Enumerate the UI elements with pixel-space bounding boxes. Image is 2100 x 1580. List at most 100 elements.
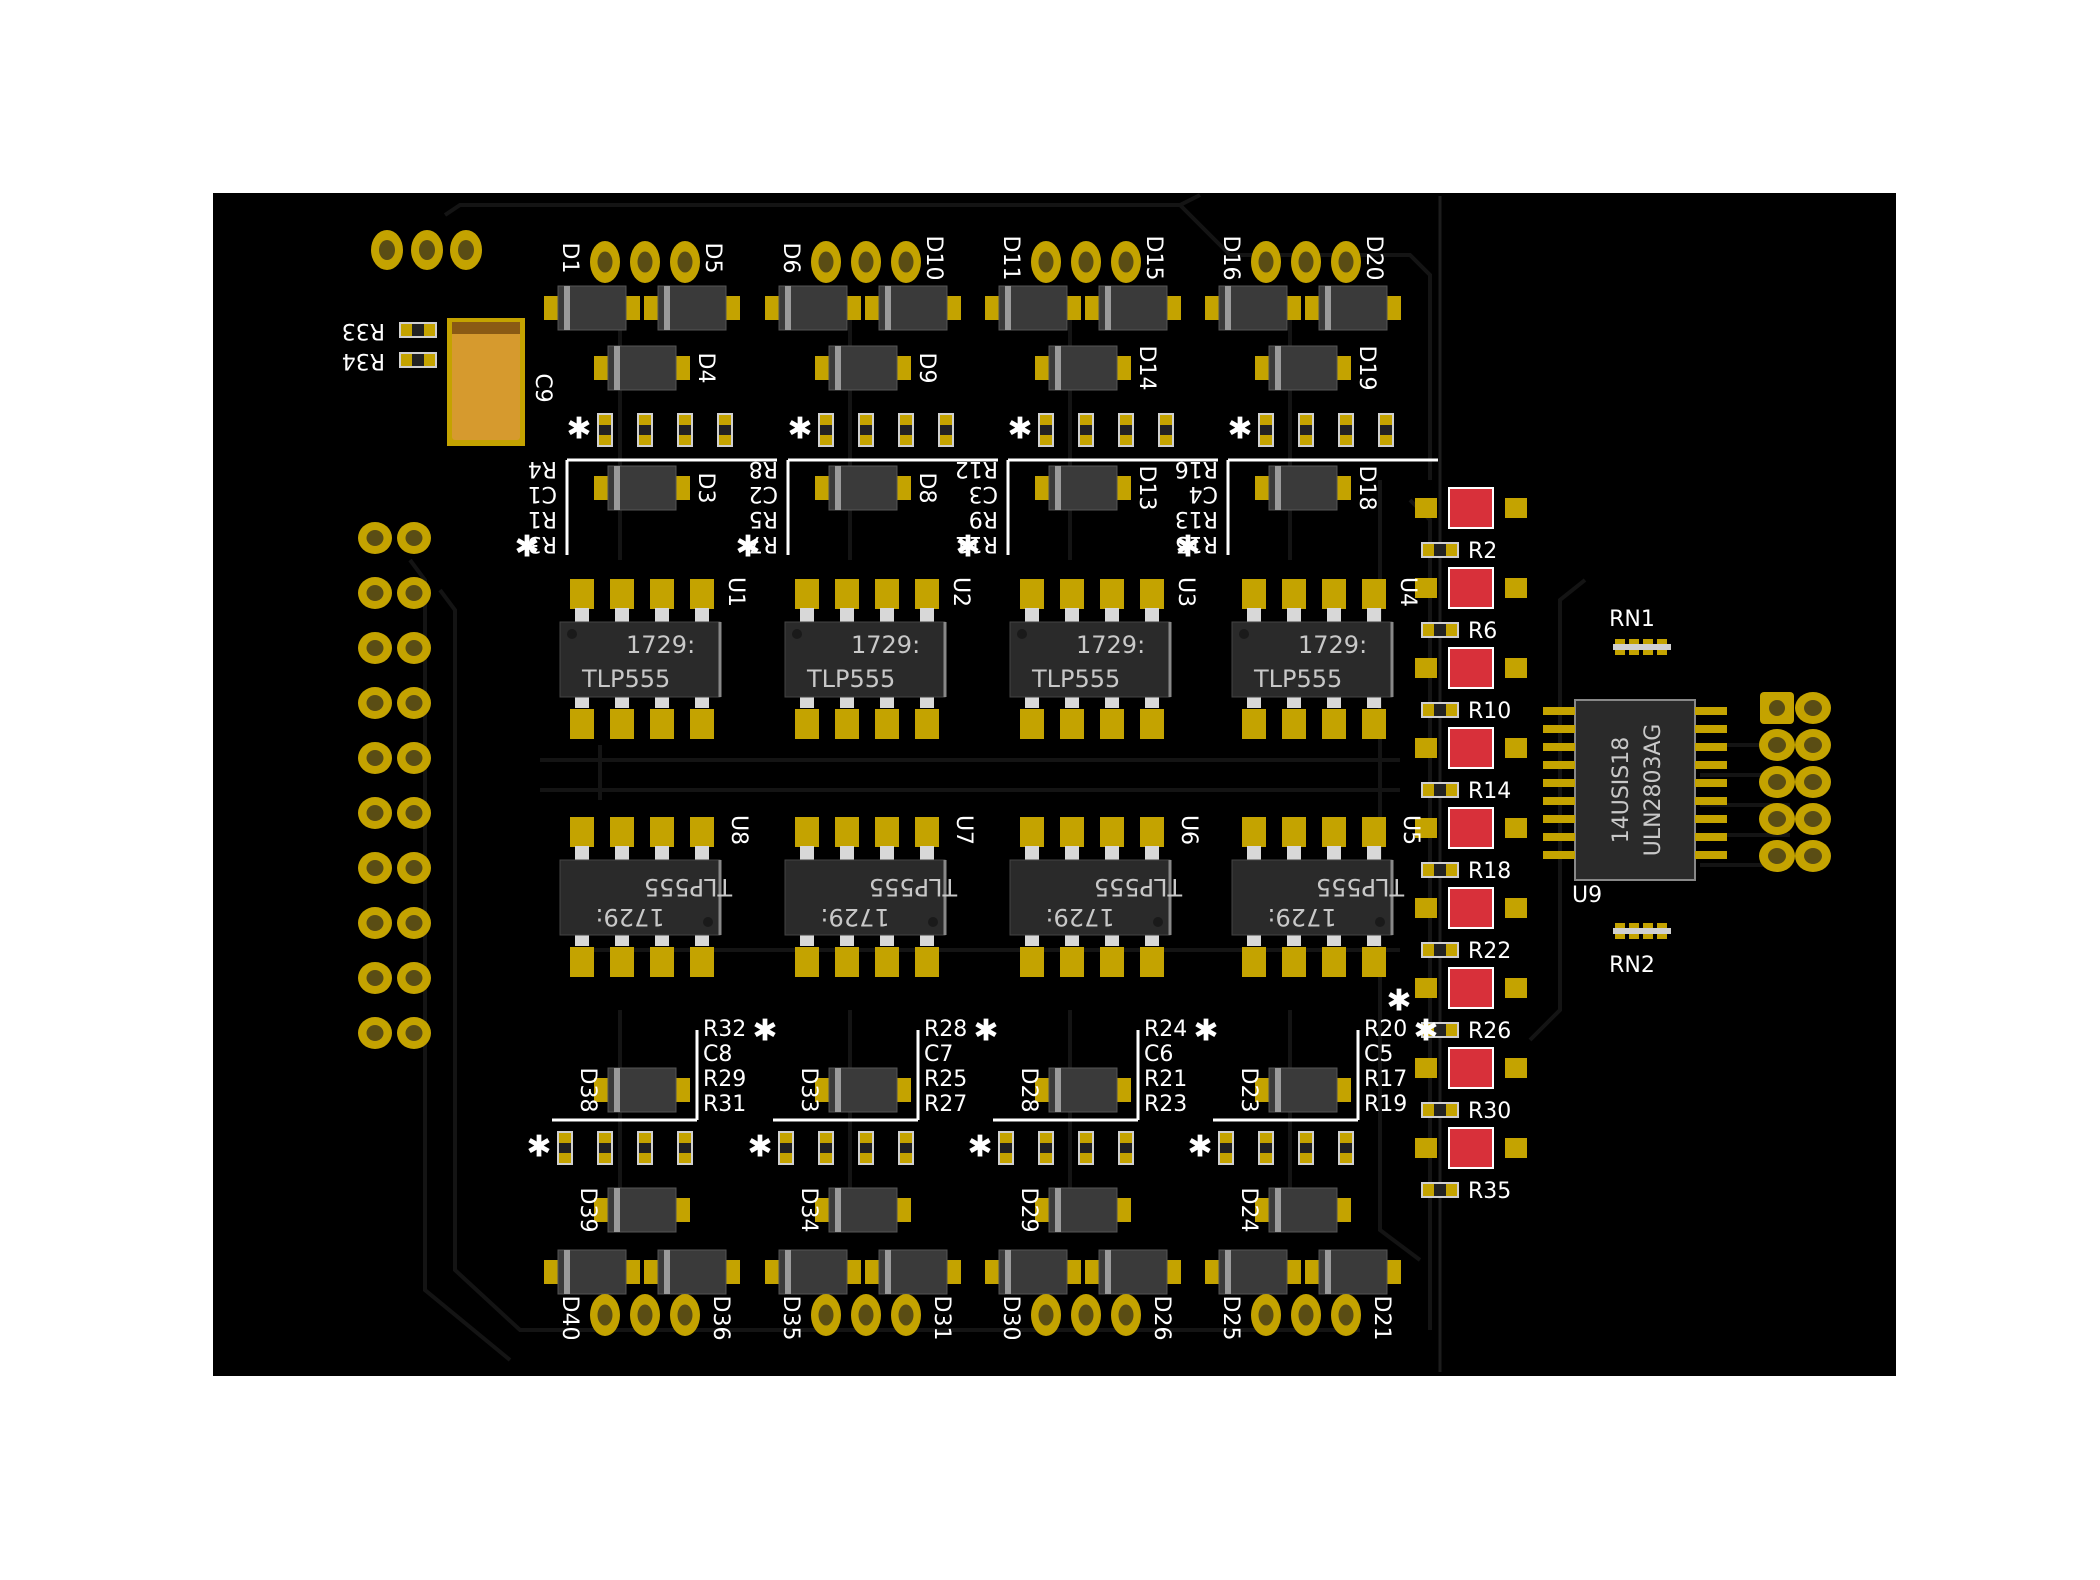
bottom-channel-0-res-3-body [679, 1143, 691, 1153]
optocoupler-2-pin-top-2 [1100, 579, 1124, 609]
right-col-marker: ✱ [1386, 984, 1411, 1019]
optocoupler-7-leg-top-2 [1327, 846, 1341, 860]
bottom-channel-2-res-2-pad-t [1080, 1133, 1092, 1143]
right-res-5-small-body [1434, 944, 1446, 956]
optocoupler-1-pin-bot-3 [915, 709, 939, 739]
top-channel-0-diode-left-pad-r [624, 296, 640, 320]
right-res-7-label: R30 [1468, 1099, 1511, 1124]
top-channel-3-res-2-pad-t [1340, 415, 1352, 425]
optocoupler-4-body [559, 859, 721, 936]
optocoupler-7-pin-bot-3 [1362, 947, 1386, 977]
top-channel-3-diode-mid2-pad-l [1255, 476, 1271, 500]
driver-pin-l-5 [1543, 797, 1575, 805]
top-channel-3-diode-mid2-pad-r [1335, 476, 1351, 500]
top-channel-0-diode-mid1-band [614, 346, 620, 390]
top-channel-1-marker-2: ✱ [735, 530, 760, 565]
top-channel-0-res-0-body [599, 425, 611, 435]
optocoupler-6-leg-top-1 [1065, 846, 1079, 860]
top-channel-3-res-1-pad-t [1300, 415, 1312, 425]
optocoupler-6-leg-top-3 [1145, 846, 1159, 860]
right-res-7-small-pad-r [1446, 1104, 1457, 1116]
optocoupler-4-ref: U8 [726, 815, 751, 845]
optocoupler-5-pin-bot-3 [915, 947, 939, 977]
bottom-channel-3-res-1-pad-b [1260, 1153, 1272, 1163]
top-channel-1-diode-left-pad-r [845, 296, 861, 320]
bottom-channel-2-label-r1: C6 [1144, 1042, 1173, 1067]
top-left-header-1-hole [419, 240, 435, 260]
optocoupler-4-leg-top-1 [615, 846, 629, 860]
right-res-8-small-pad-l [1423, 1184, 1434, 1196]
optocoupler-4-label-1: 1729: [595, 903, 664, 931]
top-channel-1-label-r3: R7 [749, 531, 778, 556]
optocoupler-6-pin-bot-3 [1140, 947, 1164, 977]
top-channel-3-label-r0: R16 [1175, 456, 1218, 481]
optocoupler-2-pin-top-3 [1140, 579, 1164, 609]
bottom-channel-2-header-0-hole [1038, 1304, 1054, 1326]
top-channel-3-diode-mid1-band [1275, 346, 1281, 390]
rn1-pad-b-3 [1657, 933, 1667, 939]
bottom-channel-3-label-dleft: D25 [1218, 1296, 1243, 1341]
bottom-channel-0-marker-2: ✱ [752, 1014, 777, 1049]
bottom-channel-0-res-1-pad-t [599, 1133, 611, 1143]
top-channel-2-res-1-pad-t [1080, 415, 1092, 425]
left-header-b-5-hole [405, 805, 423, 821]
right-res-3-big-pad-l [1415, 738, 1437, 758]
rn0-pad-b-2 [1643, 649, 1653, 655]
top-left-header-0-hole [379, 240, 395, 260]
optocoupler-1-pin-top-0 [795, 579, 819, 609]
right-res-8-label: R35 [1468, 1179, 1511, 1204]
driver-pin-l-2 [1543, 743, 1575, 751]
optocoupler-3-pin-bot-1 [1282, 709, 1306, 739]
top-channel-3-label-r3: R15 [1175, 531, 1218, 556]
top-channel-2-diode-right-band [1105, 286, 1111, 330]
rn0-pad-t-1 [1629, 639, 1639, 645]
optocoupler-5-label-2: TLP555 [869, 873, 958, 901]
top-channel-0-res-2-pad-b [679, 435, 691, 445]
optocoupler-6-leg-top-2 [1105, 846, 1119, 860]
optocoupler-2-leg-top-3 [1145, 608, 1159, 622]
bottom-channel-1-diode-right-pad-r [945, 1260, 961, 1284]
bottom-channel-1-label-r0: R28 [924, 1017, 967, 1042]
right-res-3-small-pad-l [1423, 784, 1434, 796]
right-res-3-big-body [1448, 727, 1494, 769]
optocoupler-1-label-1: 1729: [851, 631, 920, 659]
left-header-a-4-hole [366, 750, 384, 766]
optocoupler-7-pin-top-1 [1282, 817, 1306, 847]
top-channel-2-res-0-body [1040, 425, 1052, 435]
driver-pin-l-7 [1543, 833, 1575, 841]
optocoupler-3-label-2: TLP555 [1253, 665, 1342, 693]
right-header-a-0-hole [1769, 700, 1785, 716]
top-channel-1-res-0-pad-b [820, 435, 832, 445]
rn1-body [1613, 928, 1671, 934]
top-channel-2-label-r3: R11 [955, 531, 998, 556]
top-channel-1-res-3-pad-b [940, 435, 952, 445]
top-channel-0-res-3-body [719, 425, 731, 435]
optocoupler-3-pin-top-2 [1322, 579, 1346, 609]
bottom-channel-3-diode-right-pad-r [1385, 1260, 1401, 1284]
bottom-channel-2-diode-upper-pad-l [1035, 1078, 1051, 1102]
trace-0 [443, 193, 1201, 217]
driver-pin-r-5 [1695, 797, 1727, 805]
bottom-channel-1-marker-1: ✱ [747, 1130, 772, 1165]
bottom-channel-1-label-r2: R25 [924, 1067, 967, 1092]
left-header-b-1-hole [405, 585, 423, 601]
right-res-6-big-body [1448, 967, 1494, 1009]
trace-1 [438, 588, 1360, 1332]
optocoupler-3-pin-top-1 [1282, 579, 1306, 609]
driver-label-1: 14USIS18 [1609, 737, 1634, 844]
rn0-body [1613, 644, 1671, 650]
bottom-channel-3-diode-left-band [1225, 1250, 1231, 1294]
top-channel-2-diode-mid2-band [1055, 466, 1061, 510]
optocoupler-0-pin-top-0 [570, 579, 594, 609]
bottom-channel-0-res-2-pad-t [639, 1133, 651, 1143]
bottom-channel-1-header-2-hole [898, 1304, 914, 1326]
top-channel-3-label-dright: D20 [1361, 236, 1386, 281]
right-res-4-small-pad-r [1446, 864, 1457, 876]
optocoupler-1-pin-bot-0 [795, 709, 819, 739]
bottom-channel-0-diode-upper-pad-r [674, 1078, 690, 1102]
optocoupler-4-pin-top-3 [690, 817, 714, 847]
bottom-channel-2-res-1-body [1040, 1143, 1052, 1153]
bottom-channel-1-res-3-pad-t [900, 1133, 912, 1143]
bottom-channel-3-label-r2: R17 [1364, 1067, 1407, 1092]
optocoupler-6-label-1: 1729: [1045, 903, 1114, 931]
